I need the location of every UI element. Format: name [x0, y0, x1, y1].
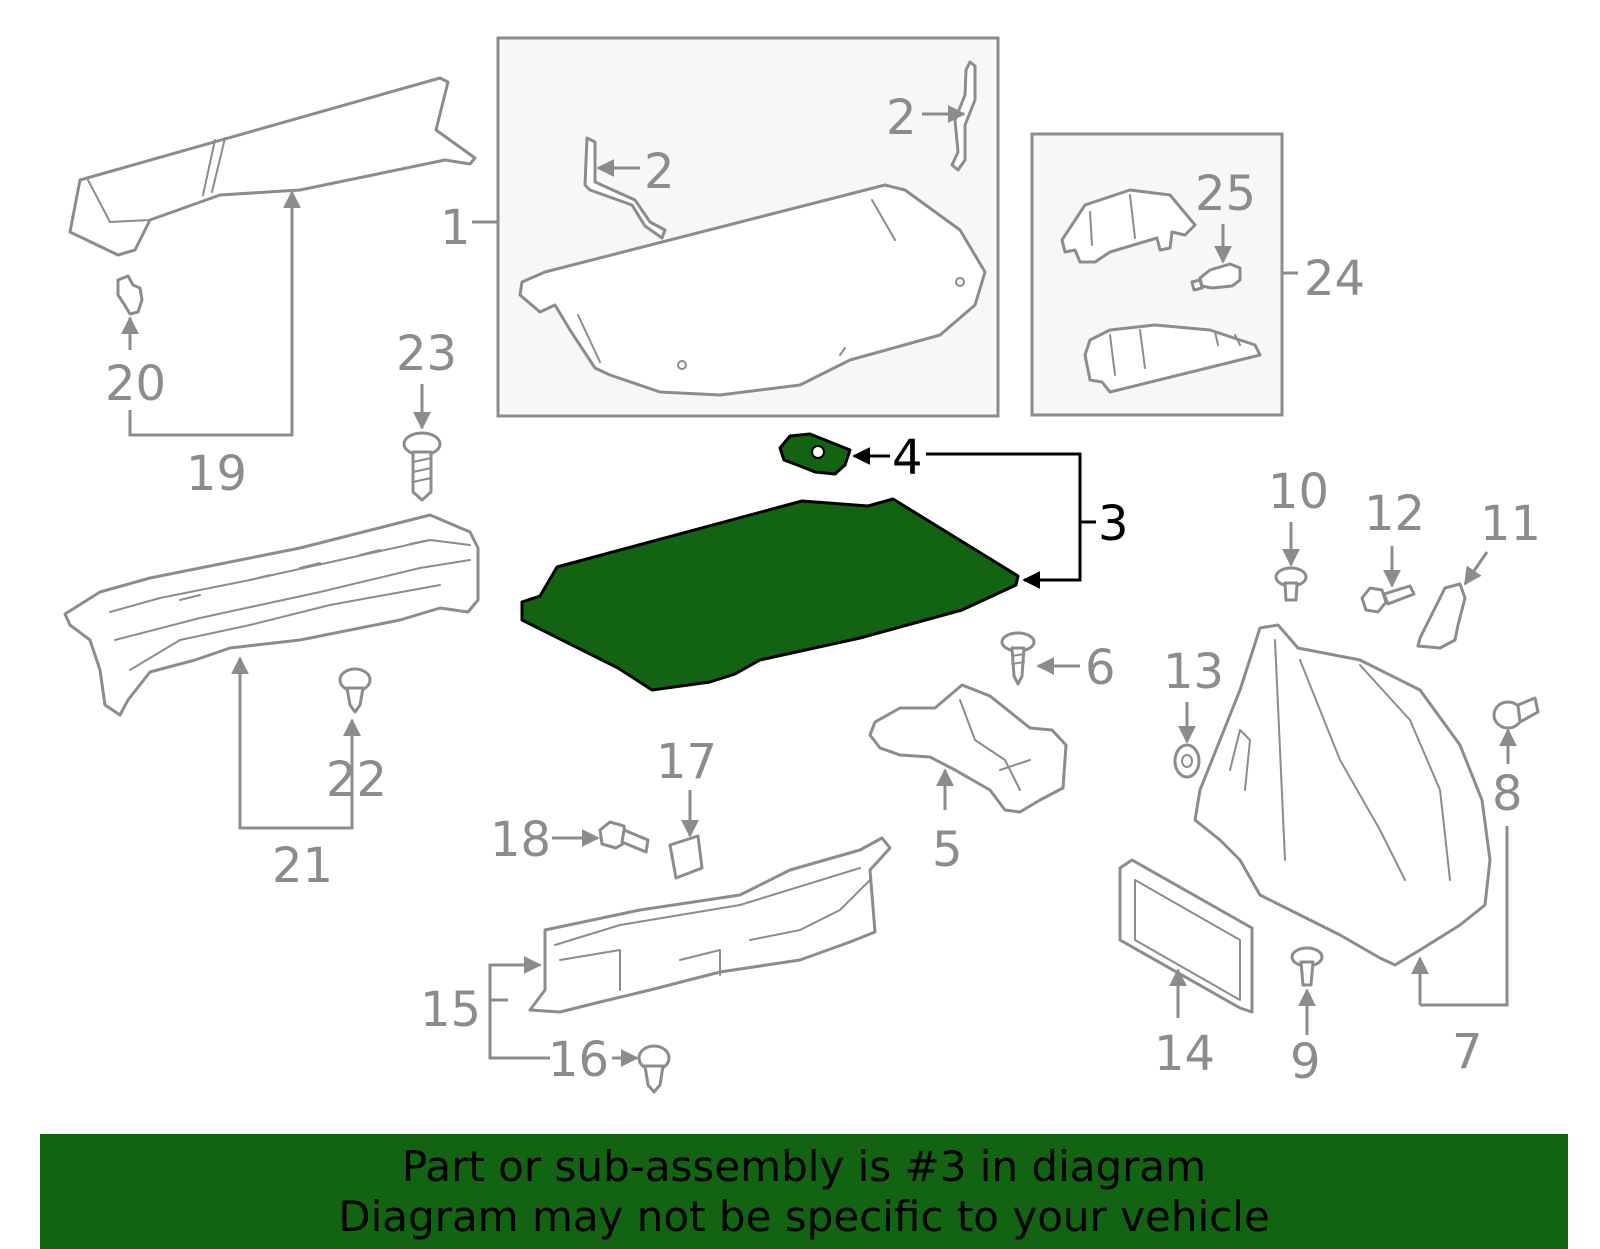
callout-10: 10: [1268, 464, 1329, 520]
callout-6: 6: [1085, 640, 1116, 696]
callout-11: 11: [1480, 496, 1541, 552]
luggage-mat-part-3: [520, 497, 1020, 692]
callout-17: 17: [656, 734, 717, 790]
nut-part-17: [668, 834, 704, 880]
clip-part-8: [1492, 696, 1540, 730]
clip-part-20: [116, 274, 144, 316]
bracket-part-11: [1416, 582, 1467, 650]
vent-part-14: [1118, 858, 1254, 1014]
callout-23: 23: [396, 326, 457, 382]
callout-20: 20: [105, 356, 166, 412]
callout-24: 24: [1304, 251, 1365, 307]
callout-16: 16: [548, 1032, 609, 1088]
banner-line-2: Diagram may not be specific to your vehi…: [338, 1191, 1270, 1241]
callout-18: 18: [490, 812, 551, 868]
callout-12: 12: [1364, 486, 1425, 542]
callout-15: 15: [420, 982, 481, 1038]
callout-14: 14: [1154, 1026, 1215, 1082]
clip-part-16: [637, 1044, 671, 1094]
side-trim-part-7: [1193, 623, 1492, 967]
side-trim-part-21: [63, 513, 480, 717]
callout-numbers: 1 2 2 25 24 20 19 23 22 21 4 3 6 5 13 10…: [105, 90, 1541, 1090]
callout-3: 3: [1098, 496, 1129, 552]
pin-part-9: [1290, 946, 1324, 987]
banner-line-1: Part or sub-assembly is #3 in diagram: [401, 1141, 1207, 1191]
callout-2a: 2: [644, 144, 675, 200]
clip-part-10: [1274, 566, 1308, 602]
screw-part-6: [1000, 631, 1036, 686]
info-banner: Part or sub-assembly is #3 in diagram Di…: [40, 1134, 1568, 1249]
bolt-part-18: [598, 820, 650, 854]
hook-bracket-part: [1083, 323, 1262, 394]
washer-part-13: [1173, 743, 1201, 779]
bracket-part-5: [868, 683, 1068, 814]
callout-9: 9: [1290, 1034, 1321, 1090]
callout-8: 8: [1492, 766, 1523, 822]
hook-bolt-part-25: [1190, 262, 1242, 292]
mat-hook-part-4: [778, 432, 852, 476]
hook-assembly-part: [1060, 188, 1197, 264]
callout-21: 21: [272, 838, 333, 894]
leader-lines: [121, 105, 1517, 1067]
callout-19: 19: [186, 446, 247, 502]
package-tray-part: [518, 183, 987, 397]
callout-5: 5: [932, 822, 963, 878]
bolt-part-12: [1360, 584, 1416, 614]
callout-7: 7: [1452, 1024, 1483, 1080]
clip-part-22: [338, 667, 372, 714]
callout-22: 22: [326, 752, 387, 808]
callout-4: 4: [892, 430, 923, 486]
clip-part-2a: [583, 136, 667, 240]
callout-13: 13: [1163, 644, 1224, 700]
bolt-part-23: [402, 431, 442, 502]
callout-25: 25: [1195, 166, 1256, 222]
callout-1: 1: [440, 200, 471, 256]
callout-2b: 2: [886, 90, 917, 146]
rear-trim-part-15: [528, 836, 892, 1014]
trim-panel-part-19: [68, 76, 477, 257]
